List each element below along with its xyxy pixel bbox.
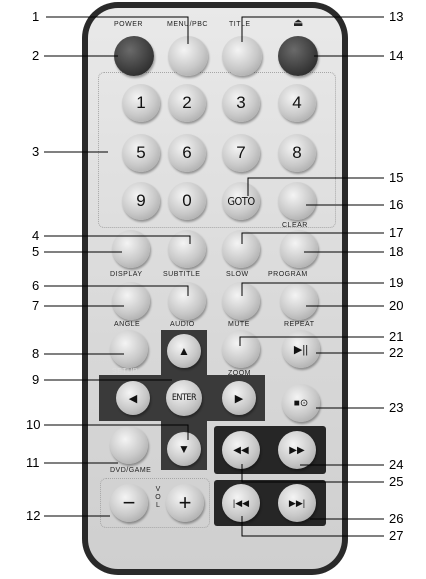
callout-23: 23 [389,400,403,415]
callout-27: 27 [389,528,403,543]
callout-13: 13 [389,9,403,24]
callout-2: 2 [32,48,39,63]
leader-1 [46,17,188,44]
callout-4: 4 [32,228,39,243]
leader-19 [242,283,384,296]
callout-21: 21 [389,329,403,344]
callout-17: 17 [389,225,403,240]
callout-12: 12 [26,508,40,523]
callout-15: 15 [389,170,403,185]
callout-16: 16 [389,197,403,212]
callout-5: 5 [32,244,39,259]
callout-20: 20 [389,298,403,313]
callout-11: 11 [26,455,40,470]
callout-3: 3 [32,144,39,159]
callout-25: 25 [389,474,403,489]
callout-24: 24 [389,457,403,472]
leader-17 [242,233,384,244]
leader-25 [242,464,384,482]
callout-1: 1 [32,9,39,24]
callout-6: 6 [32,278,39,293]
callout-18: 18 [389,244,403,259]
callout-10: 10 [26,417,40,432]
leader-15 [248,178,384,196]
callout-9: 9 [32,372,39,387]
callout-8: 8 [32,346,39,361]
leader-13 [242,17,384,42]
callout-26: 26 [389,511,403,526]
leader-6 [44,286,188,296]
callout-19: 19 [389,275,403,290]
leader-10 [44,425,188,440]
callout-14: 14 [389,48,403,63]
leader-21 [240,337,384,346]
leader-4 [44,236,190,244]
callout-22: 22 [389,345,403,360]
callout-7: 7 [32,298,39,313]
